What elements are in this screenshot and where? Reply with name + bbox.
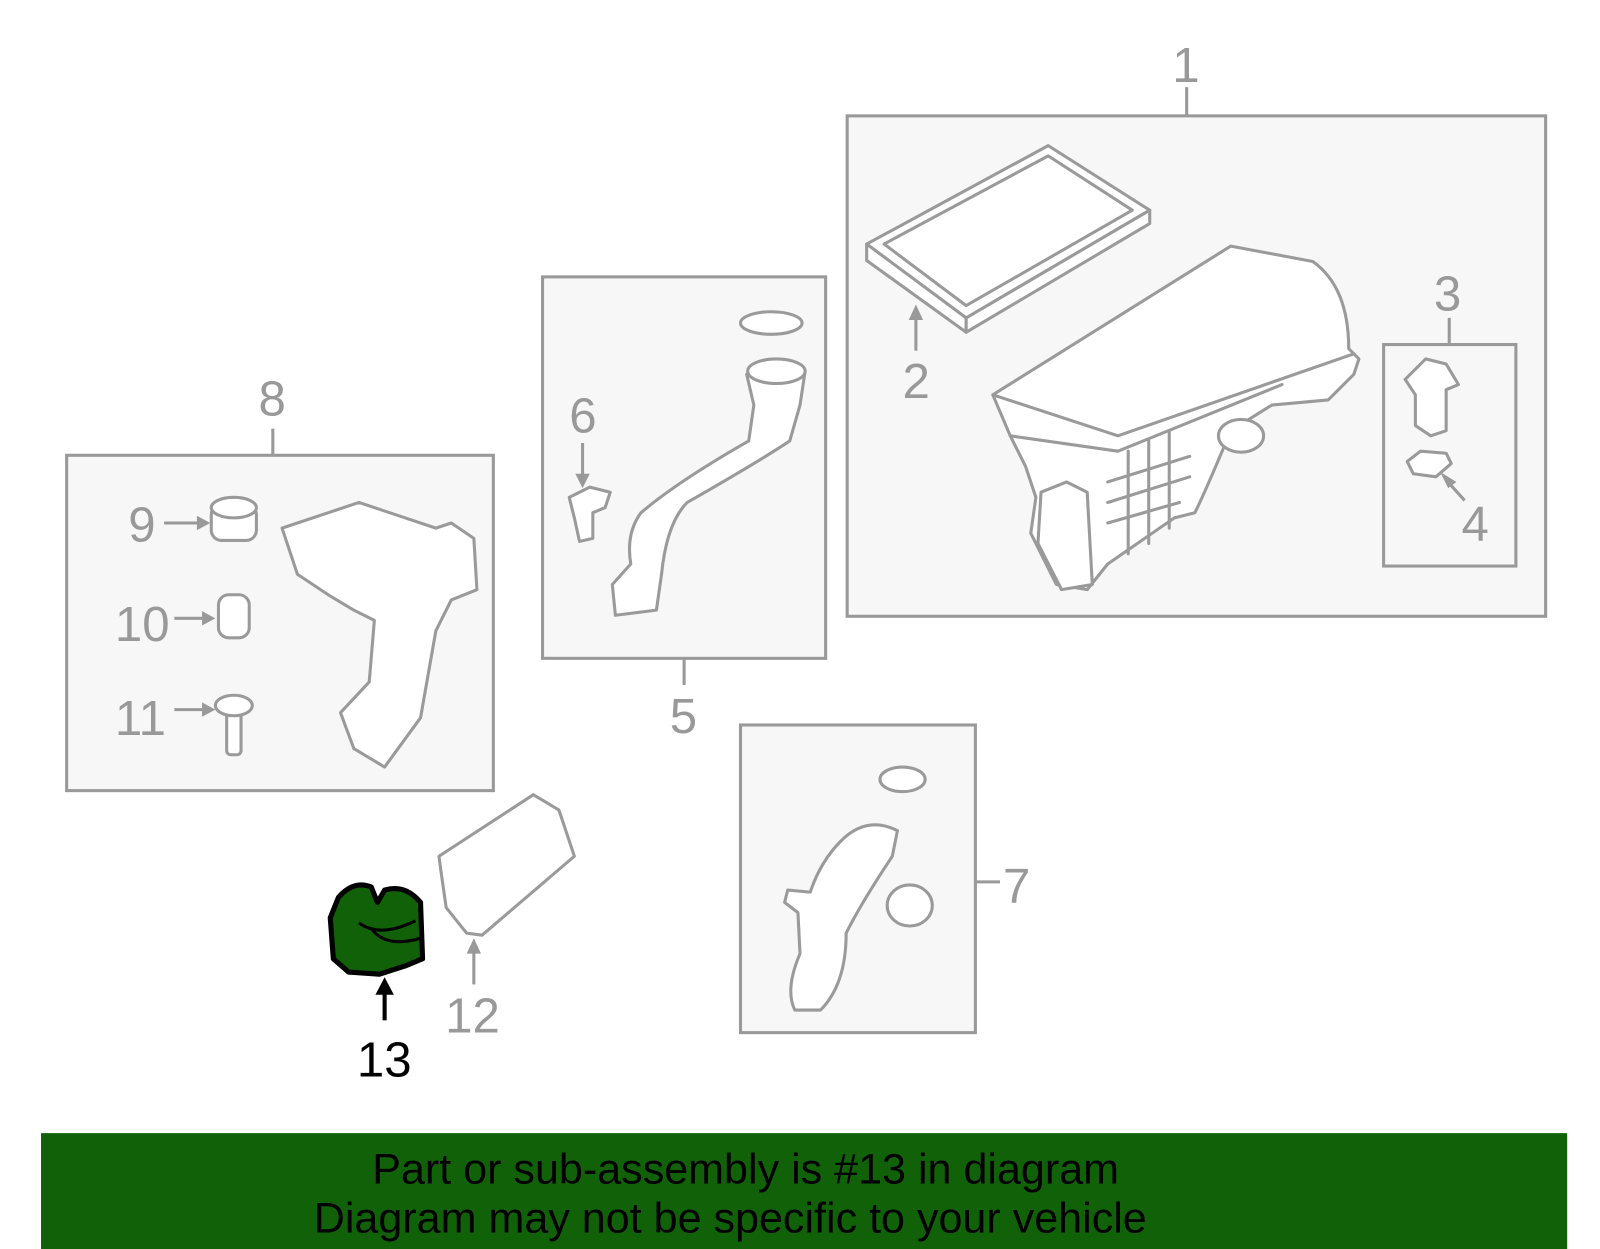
duct-part-12[interactable] (437, 793, 576, 937)
callout-6[interactable]: 6 (569, 389, 596, 444)
highlighted-part-13[interactable] (327, 882, 426, 977)
callout-3[interactable]: 3 (1434, 267, 1461, 322)
callout-9[interactable]: 9 (128, 497, 155, 552)
callout-11[interactable]: 11 (115, 691, 166, 746)
air-duct-part[interactable] (280, 500, 479, 769)
callout-7[interactable]: 7 (1003, 858, 1030, 913)
callout-5[interactable]: 5 (670, 689, 697, 744)
callout-4[interactable]: 4 (1462, 496, 1489, 551)
maf-sensor-part[interactable] (1403, 357, 1460, 438)
ring-part[interactable] (885, 883, 934, 928)
info-banner (41, 1133, 1568, 1249)
gasket-part[interactable] (1405, 449, 1453, 479)
banner-line-2: Diagram may not be specific to your vehi… (314, 1195, 1147, 1243)
intake-hose-part[interactable] (610, 364, 807, 617)
air-filter-part[interactable] (865, 144, 1152, 334)
clamp-part[interactable] (738, 310, 804, 336)
callout-1[interactable]: 1 (1172, 38, 1199, 93)
bolt-part[interactable] (213, 693, 254, 757)
clamp-part-7[interactable] (878, 765, 927, 794)
callout-12[interactable]: 12 (445, 989, 500, 1044)
sensor-part[interactable] (567, 485, 612, 543)
callout-8[interactable]: 8 (258, 371, 285, 426)
banner-line-1: Part or sub-assembly is #13 in diagram (372, 1145, 1119, 1193)
callout-13[interactable]: 13 (357, 1033, 412, 1088)
resonator-hose-part[interactable] (783, 823, 899, 1012)
callout-2[interactable]: 2 (903, 354, 930, 409)
grommet-part[interactable] (209, 495, 258, 542)
bushing-part[interactable] (216, 593, 251, 640)
assembly-box-5 (541, 275, 828, 660)
callout-10[interactable]: 10 (115, 597, 170, 652)
air-cleaner-housing-part[interactable] (991, 244, 1361, 592)
